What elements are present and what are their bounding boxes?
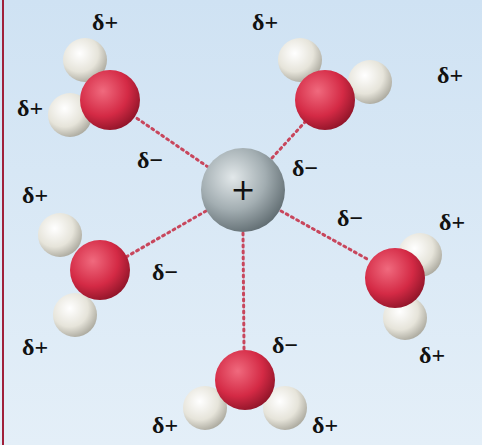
partial-charge: δ+ [439, 210, 465, 234]
edge-rule [2, 0, 4, 445]
partial-charge: δ+ [419, 343, 445, 367]
partial-charge: δ+ [22, 183, 48, 207]
partial-charge: δ+ [92, 10, 118, 34]
water-molecules [38, 38, 442, 430]
partial-charge: δ− [137, 148, 163, 172]
cation-sphere: + [200, 147, 286, 233]
partial-charge: δ− [337, 206, 363, 230]
charge-sign: + [230, 175, 255, 205]
partial-charge: δ+ [252, 10, 278, 34]
partial-charge: δ+ [312, 413, 338, 437]
partial-charge: δ+ [22, 335, 48, 359]
partial-charge: δ+ [17, 96, 43, 120]
partial-charge: δ+ [437, 63, 463, 87]
partial-charge: δ+ [152, 413, 178, 437]
partial-charge: δ− [292, 156, 318, 180]
partial-charge: δ− [152, 260, 178, 284]
ion-dipole-lines [126, 117, 369, 349]
partial-charge: δ− [272, 333, 298, 357]
